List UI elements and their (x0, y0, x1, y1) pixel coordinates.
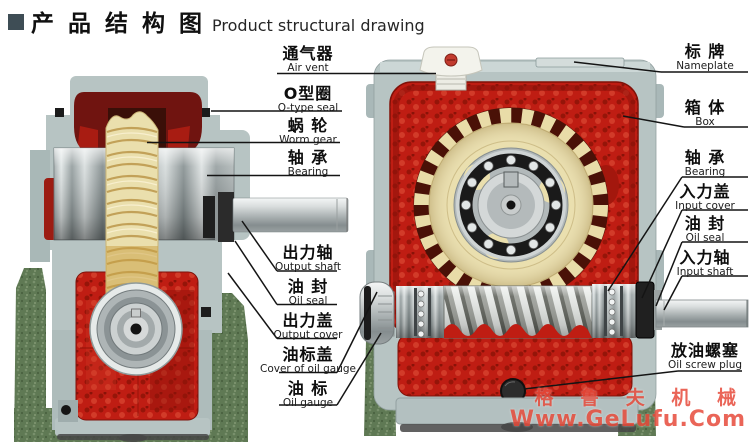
leader-output-shaft (241, 220, 278, 272)
label-output-shaft: 出力轴 Output shaft (243, 245, 373, 273)
label-nameplate-en: Nameplate (676, 60, 734, 72)
label-box-en: Box (695, 116, 715, 128)
air-vent-illustration (419, 46, 483, 91)
watermark-zh: 格 鲁 夫 机 械 (534, 387, 746, 410)
leader-output-cover (227, 272, 278, 339)
keyway (503, 171, 519, 188)
label-input-cover: 入力盖 Input cover (646, 184, 750, 212)
label-o-type-seal-zh: O型圈 (283, 84, 333, 103)
title-bullet-square (8, 14, 24, 30)
left-base-details (57, 307, 211, 442)
o-ring-left (55, 108, 64, 117)
right-gearbox-illustration (359, 46, 749, 436)
bearing-balls (460, 154, 562, 256)
label-o-type-seal: O型圈 O-type seal (243, 86, 373, 114)
leader-input-cover (641, 209, 683, 299)
label-o-type-seal-en: O-type seal (277, 102, 339, 114)
watermark-en: Www.GeLufu.Com (509, 407, 746, 432)
label-oil-screw-plug: 放油螺塞 Oil screw plug (646, 343, 750, 371)
label-output-cover: 出力盖 Output cover (243, 313, 373, 341)
o-ring-right (201, 108, 210, 117)
label-oil-seal-right-en: Oil seal (685, 232, 725, 244)
leader-box (622, 115, 685, 128)
label-input-shaft-en: Input shaft (676, 266, 734, 278)
label-input-shaft: 入力轴 Input shaft (646, 250, 750, 278)
label-oil-seal-left-zh: 油 封 (287, 277, 329, 296)
leader-oil-seal-left (234, 240, 278, 305)
left-gearbox-illustration (14, 76, 349, 442)
label-output-shaft-zh: 出力轴 (282, 243, 334, 262)
label-oil-seal-left: 油 封 Oil seal (243, 279, 373, 307)
leader-oil-gauge (336, 332, 382, 406)
label-nameplate: 标 牌 Nameplate (646, 44, 750, 72)
label-box-zh: 箱 体 (684, 98, 726, 117)
watermark: 格 鲁 夫 机 械 Www.GeLufu.Com (510, 388, 746, 431)
leader-oil-gauge-cover (336, 291, 378, 373)
label-oil-gauge-zh: 油 标 (287, 379, 329, 398)
label-worm-gear-zh: 蜗 轮 (287, 116, 329, 135)
label-oil-gauge-en: Oil gauge (282, 397, 334, 409)
label-bearing-right-zh: 轴 承 (684, 148, 726, 167)
label-bearing-right: 轴 承 Bearing (646, 150, 750, 178)
worm-shaft-illustration (373, 281, 749, 339)
leader-lines (147, 61, 748, 406)
label-oil-gauge-cover-zh: 油标盖 (282, 345, 334, 364)
label-input-cover-en: Input cover (675, 200, 735, 212)
right-base-details (395, 397, 639, 432)
leader-bearing-right (607, 176, 683, 292)
leader-input-shaft (663, 275, 683, 311)
gear-wheel-illustration (413, 107, 609, 303)
label-output-cover-zh: 出力盖 (282, 311, 334, 330)
label-oil-screw-plug-en: Oil screw plug (667, 359, 743, 371)
left-worm-end-view (89, 282, 183, 376)
label-bearing-left: 轴 承 Bearing (243, 150, 373, 178)
label-oil-seal-left-en: Oil seal (288, 295, 328, 307)
label-input-cover-zh: 入力盖 (679, 182, 731, 201)
label-input-shaft-zh: 入力轴 (679, 248, 731, 267)
label-air-vent-en: Air vent (287, 62, 329, 74)
label-air-vent: 通气器 Air vent (243, 46, 373, 74)
label-box: 箱 体 Box (646, 100, 750, 128)
label-worm-gear-en: Worm gear (279, 134, 337, 146)
label-oil-gauge: 油 标 Oil gauge (243, 381, 373, 409)
oil-gauge-illustration (359, 281, 395, 345)
label-bearing-right-en: Bearing (684, 166, 726, 178)
label-output-cover-en: Output cover (273, 329, 343, 341)
label-output-shaft-en: Output shaft (275, 261, 341, 273)
page-title: 产 品 结 构 图 Product structural drawing (8, 4, 425, 38)
leader-oil-screw-plug (523, 370, 679, 390)
label-bearing-left-zh: 轴 承 (287, 148, 329, 167)
sump-front-lip (444, 324, 592, 338)
label-oil-gauge-cover-en: Cover of oil gauge (259, 363, 357, 375)
label-air-vent-zh: 通气器 (282, 44, 334, 63)
page-title-en: Product structural drawing (212, 16, 425, 35)
left-oil-seal (203, 192, 234, 242)
page-title-zh: 产 品 结 构 图 (31, 11, 206, 37)
label-oil-screw-plug-zh: 放油螺塞 (670, 341, 739, 360)
worm-gear-illustration (105, 111, 159, 307)
label-nameplate-zh: 标 牌 (684, 42, 726, 61)
leader-nameplate (573, 61, 662, 73)
label-oil-seal-right-zh: 油 封 (684, 214, 726, 233)
label-oil-seal-right: 油 封 Oil seal (646, 216, 750, 244)
output-shaft-illustration (232, 197, 349, 233)
label-worm-gear: 蜗 轮 Worm gear (243, 118, 373, 146)
leader-oil-seal-right (655, 241, 683, 307)
input-shaft-illustration (655, 299, 749, 328)
label-bearing-left-en: Bearing (287, 166, 329, 178)
label-oil-gauge-cover: 油标盖 Cover of oil gauge (243, 347, 373, 375)
